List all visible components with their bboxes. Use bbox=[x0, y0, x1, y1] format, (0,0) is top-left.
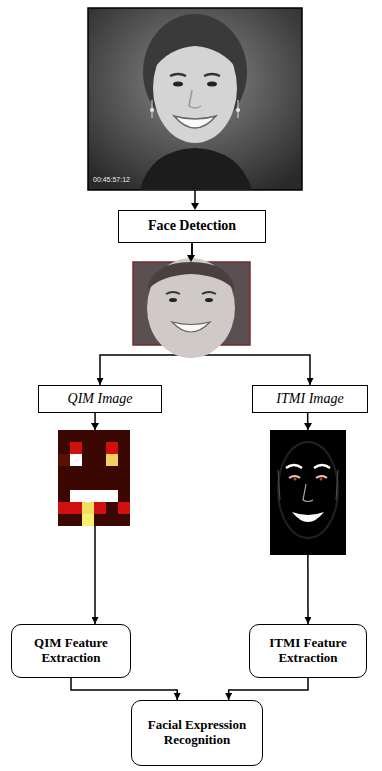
face-photo bbox=[88, 8, 302, 190]
qim-picture bbox=[58, 430, 130, 526]
node-text: ITMI Image bbox=[276, 391, 343, 407]
image-label-box: QIM Image bbox=[38, 385, 162, 413]
text-group: QIM Feature Extraction bbox=[18, 636, 124, 666]
node-text: Facial Expression Recognition bbox=[138, 718, 256, 748]
output-box: Facial Expression Recognition bbox=[131, 700, 263, 766]
process-box: QIM Feature Extraction bbox=[11, 624, 131, 678]
process-box: Face Detection bbox=[118, 210, 266, 243]
flow-arrow bbox=[229, 678, 308, 700]
face-crop bbox=[133, 258, 250, 358]
node-text: ITMI Feature Extraction bbox=[256, 636, 360, 666]
node-text: QIM Image bbox=[68, 391, 133, 407]
node-text: QIM Feature Extraction bbox=[18, 636, 124, 666]
text-group: ITMI Feature Extraction bbox=[256, 636, 360, 666]
text-group: Facial Expression Recognition bbox=[138, 718, 256, 748]
text-group: Face Detection bbox=[148, 218, 236, 234]
image-label-box: ITMI Image bbox=[252, 385, 368, 413]
itmi-picture bbox=[270, 430, 346, 555]
text-group: ITMI Image bbox=[276, 391, 343, 407]
node-text: Face Detection bbox=[148, 218, 236, 234]
text-group: QIM Image bbox=[68, 391, 133, 407]
process-box: ITMI Feature Extraction bbox=[249, 624, 367, 678]
timestamp-label: 00:45:57:12 bbox=[93, 176, 130, 183]
flow-arrow bbox=[71, 678, 177, 700]
